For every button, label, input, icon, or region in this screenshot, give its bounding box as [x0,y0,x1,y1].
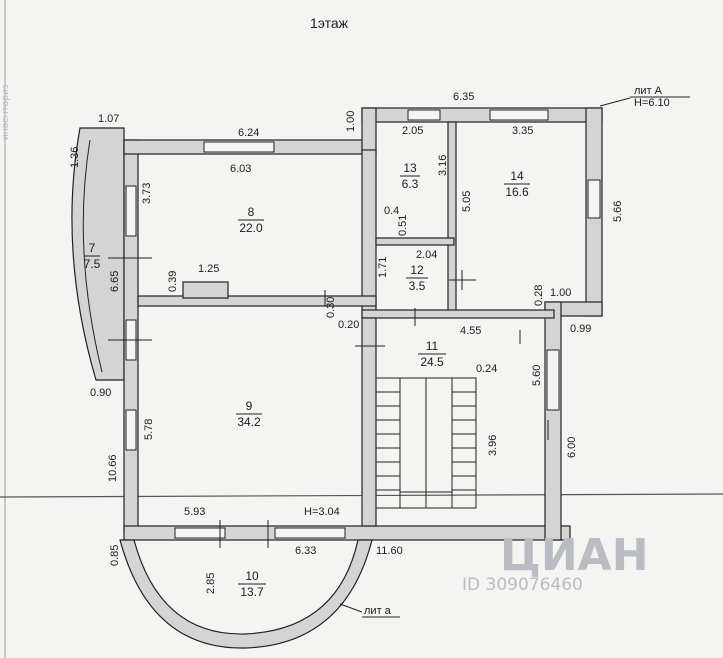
room-7-label: 7 7.5 [84,241,101,271]
dim-room8-width: 6.03 [230,163,251,175]
svg-text:7: 7 [89,241,96,255]
svg-text:22.0: 22.0 [239,221,263,235]
dim-578: 5.78 [143,419,155,440]
svg-text:6.3: 6.3 [402,177,419,191]
dim-028: 0.28 [533,285,545,306]
dim-560: 5.60 [531,365,543,386]
dim-204: 2.04 [416,249,437,261]
dim-024: 0.24 [476,363,497,375]
svg-text:12: 12 [410,263,424,277]
dim-051: 0.51 [397,215,409,236]
bay-window-inner [82,139,103,373]
svg-text:24.5: 24.5 [420,355,444,369]
room-14-label: 14 16.6 [504,169,530,199]
porch-wall [119,539,373,649]
svg-text:13.7: 13.7 [240,585,264,599]
svg-text:10: 10 [245,569,259,583]
svg-text:7.5: 7.5 [84,257,101,271]
room-11-label: 11 24.5 [418,339,446,369]
dim-room13-width: 2.05 [402,125,423,137]
dim-039: 0.39 [167,271,179,292]
windows [125,109,601,539]
dim-room14-depth: 5.05 [461,191,473,212]
dim-100b: 1.00 [550,287,571,299]
room-labels: 7 7.5 8 22.0 9 34.2 10 13.7 11 24.5 12 3… [84,161,530,599]
dim-1160: 11.60 [376,545,403,557]
room-9-label: 9 34.2 [236,399,262,429]
dim-wall8-top: 6.24 [238,127,259,139]
dim-171: 1.71 [377,257,389,278]
dim-600: 6.00 [566,437,578,458]
side-text: инвентариз [1,84,11,140]
door-marks [108,97,631,613]
room-10-label: 10 13.7 [238,569,266,599]
dim-top-total: 6.35 [453,91,474,103]
dim-stub: 1.00 [345,111,357,132]
dim-room13-depth: 3.16 [437,155,449,176]
dim-125: 1.25 [198,263,219,275]
room-8-label: 8 22.0 [238,205,264,235]
dim-04: 0.4 [384,205,399,217]
watermark-brand: ЦИАН [500,530,649,581]
dim-bay: 1.36 [69,147,81,168]
dim-right-566: 5.66 [612,201,624,222]
liter-main-height: H=6.10 [634,97,670,109]
floor-title: 1этаж [310,15,349,31]
bay-window-wall [71,127,125,381]
watermark-id: ID 309076460 [462,575,583,595]
svg-text:3.5: 3.5 [409,279,426,293]
svg-text:11: 11 [426,339,439,353]
dim-633: 6.33 [295,545,316,557]
svg-text:16.6: 16.6 [505,185,529,199]
dimension-labels: 6.35 1.07 6.24 1.00 2.05 3.35 6.03 3.73 … [69,91,624,594]
dim-593: 5.93 [184,506,205,518]
svg-text:14: 14 [510,169,524,183]
svg-text:34.2: 34.2 [237,415,261,429]
svg-text:13: 13 [403,161,417,175]
dim-left-top: 1.07 [98,113,119,125]
dim-1066: 10.66 [107,454,119,482]
dim-285: 2.85 [205,573,217,594]
room-13-label: 13 6.3 [400,161,420,191]
room-12-label: 12 3.5 [406,263,428,293]
dim-020: 0.20 [338,319,359,331]
floor-height-label: H=3.04 [304,506,340,518]
staircase [375,377,477,509]
dim-090: 0.90 [90,387,111,399]
dim-030: 0.30 [325,297,337,318]
liter-porch-label: лит а [364,605,392,617]
dim-room8-depth: 3.73 [141,183,153,204]
dim-455: 4.55 [460,325,481,337]
dim-665: 6.65 [109,271,121,292]
dim-room14-width: 3.35 [512,125,533,137]
dim-396: 3.96 [487,435,499,456]
svg-text:8: 8 [248,205,255,219]
dim-099: 0.99 [570,323,591,335]
liter-main-label: лит А [634,85,663,97]
svg-text:9: 9 [246,399,253,413]
interior-walls [137,121,555,527]
dim-085: 0.85 [109,545,121,566]
